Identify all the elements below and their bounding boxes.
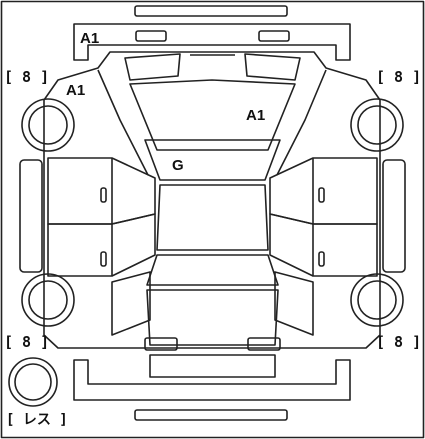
marker-hood: A1 xyxy=(246,107,265,124)
tire-rear-right xyxy=(350,273,404,327)
marker-front-left-fender: A1 xyxy=(66,82,85,99)
rear-bumper-bar xyxy=(134,409,288,421)
rear-window-panel xyxy=(146,254,279,286)
left-front-window xyxy=(111,157,156,225)
spare-tire xyxy=(8,357,58,407)
front-bumper-panel xyxy=(73,23,351,61)
right-rear-window xyxy=(269,213,314,277)
front-bumper-bar xyxy=(134,5,288,17)
right-quarter-panel xyxy=(274,271,314,336)
tire-rear-left xyxy=(21,273,75,327)
rear-light-left xyxy=(144,337,178,351)
marker-tire-front-left: [ 8 ] xyxy=(4,68,49,86)
left-sill xyxy=(19,159,43,273)
marker-windshield: G xyxy=(172,157,184,174)
right-rear-handle xyxy=(318,251,325,267)
marker-front-bumper: A1 xyxy=(80,30,99,47)
right-rear-door xyxy=(312,223,378,277)
roof-panel xyxy=(156,184,269,251)
right-sill xyxy=(382,159,406,273)
left-rear-handle xyxy=(100,251,107,267)
right-a-pillar xyxy=(276,69,327,176)
tire-front-left xyxy=(21,98,75,152)
left-a-pillar xyxy=(97,69,149,176)
marker-spare-tire: [ レス ] xyxy=(6,412,68,428)
headlight-left xyxy=(124,53,181,81)
headlight-right xyxy=(244,53,301,81)
right-front-window xyxy=(269,157,314,225)
hood-panel xyxy=(129,79,296,151)
left-front-door xyxy=(47,157,113,225)
body-outline xyxy=(43,51,381,349)
front-light-left xyxy=(135,30,167,42)
right-front-door xyxy=(312,157,378,225)
tire-front-right xyxy=(350,98,404,152)
rear-panel xyxy=(149,354,276,378)
rear-light-right xyxy=(247,337,281,351)
right-front-handle xyxy=(318,187,325,203)
marker-tire-front-right: [ 8 ] xyxy=(376,68,421,86)
marker-tire-rear-left: [ 8 ] xyxy=(4,333,49,351)
left-quarter-panel xyxy=(111,271,151,336)
left-front-handle xyxy=(100,187,107,203)
rear-bumper-panel xyxy=(73,359,351,401)
windshield-panel xyxy=(144,139,281,181)
trunk-panel xyxy=(146,289,279,346)
left-rear-door xyxy=(47,223,113,277)
marker-tire-rear-right: [ 8 ] xyxy=(376,333,421,351)
front-light-right xyxy=(258,30,290,42)
left-rear-window xyxy=(111,213,156,277)
